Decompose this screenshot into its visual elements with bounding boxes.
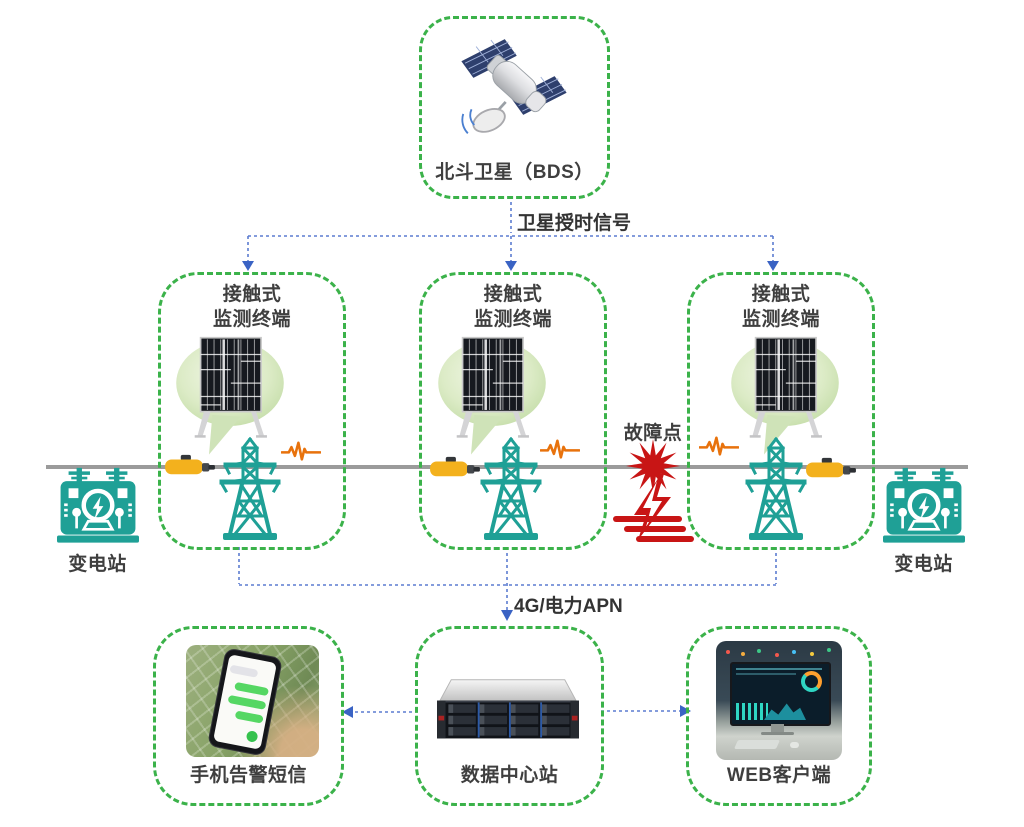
transmission-tower-icon	[744, 436, 808, 542]
dashboard-line	[736, 668, 822, 670]
line-sensor-icon	[164, 453, 216, 477]
monitor-icon	[730, 662, 831, 726]
dashboard-area-chart	[764, 703, 806, 720]
apn-label: 4G/电力APN	[514, 596, 623, 617]
dashboard-donut	[801, 671, 822, 692]
monitor-base	[761, 732, 794, 735]
sms-bubble	[227, 694, 267, 710]
satellite-label: 北斗卫星（BDS）	[435, 162, 594, 184]
terminal-box-middle: 接触式 监测终端	[419, 272, 607, 550]
smartphone-icon	[206, 647, 284, 757]
arrowheads	[242, 261, 779, 718]
satellite-box: 北斗卫星（BDS）	[419, 16, 610, 199]
web-box: WEB客户端	[686, 626, 872, 806]
terminal-label: 接触式 监测终端	[473, 284, 552, 330]
dashboard-photo	[716, 641, 842, 760]
transmission-tower-icon	[218, 436, 282, 542]
substation-label: 变电站	[894, 554, 953, 575]
datacenter-label: 数据中心站	[460, 765, 559, 787]
satellite-icon	[454, 33, 574, 145]
sms-bubble	[234, 681, 270, 697]
terminal-box-left: 接触式 监测终端	[158, 272, 346, 550]
sms-label: 手机告警短信	[189, 765, 307, 787]
sms-box: 手机告警短信	[153, 626, 344, 806]
transmission-tower-icon	[479, 436, 543, 542]
line-sensor-icon	[805, 456, 857, 480]
datacenter-box: 数据中心站	[415, 626, 604, 806]
terminal-box-right: 接触式 监测终端	[687, 272, 875, 550]
monitor-stand	[771, 724, 784, 732]
fault-flash-icon	[600, 436, 706, 542]
dashboard-line	[736, 673, 796, 675]
terminal-label: 接触式 监测终端	[212, 284, 291, 330]
fault-label: 故障点	[623, 423, 683, 444]
waveform-icon	[540, 439, 580, 460]
web-label: WEB客户端	[726, 765, 832, 787]
server-icon	[432, 676, 584, 746]
mouse	[790, 742, 799, 748]
control-room-lights	[726, 650, 730, 654]
substation-icon	[57, 467, 139, 547]
sms-bubble	[234, 710, 264, 724]
timing-signal-label: 卫星授时信号	[517, 213, 632, 234]
waveform-icon	[281, 441, 321, 462]
substation-label: 变电站	[68, 554, 127, 575]
dashboard-bars	[736, 703, 768, 720]
phone-photo	[186, 645, 319, 757]
sms-screen	[213, 654, 277, 750]
substation-icon	[883, 467, 965, 547]
sms-bubble	[229, 664, 259, 678]
terminal-label: 接触式 监测终端	[741, 284, 820, 330]
keyboard	[733, 740, 781, 749]
line-sensor-icon	[429, 455, 481, 479]
sms-send-dot	[245, 730, 259, 743]
